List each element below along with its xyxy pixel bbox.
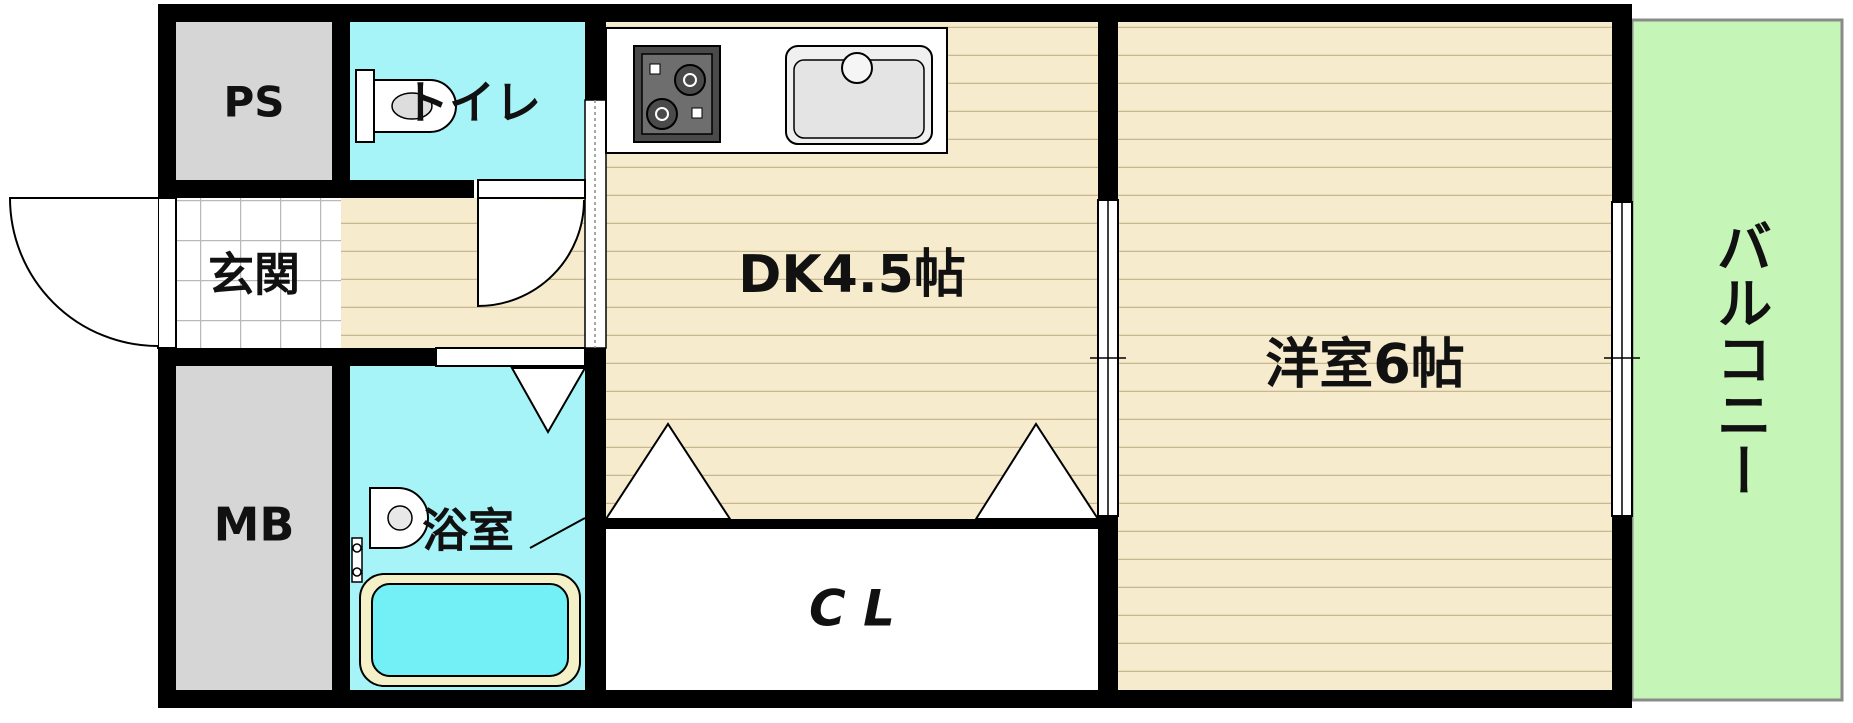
entrance-door-opening[interactable] bbox=[157, 197, 177, 349]
bath-folding-door bbox=[529, 517, 586, 549]
bath-door-panel bbox=[435, 347, 586, 367]
room-label-toilet: トイレ bbox=[403, 76, 541, 130]
room-label-mb: MB bbox=[214, 498, 295, 552]
room-label-closet: C L bbox=[809, 580, 895, 638]
closet-door-right[interactable] bbox=[974, 422, 1100, 520]
room-label-western-room: 洋室6帖 bbox=[1265, 333, 1465, 396]
room-label-balcony: バルコニー bbox=[1707, 218, 1772, 498]
sliding-door-dk-room[interactable] bbox=[1090, 199, 1126, 517]
faucet-icon bbox=[351, 537, 363, 583]
door-swing-icon[interactable] bbox=[510, 367, 587, 435]
sliding-window-balcony[interactable] bbox=[1604, 201, 1640, 517]
wash-basin-icon bbox=[369, 487, 429, 549]
balcony-floor bbox=[1630, 18, 1844, 702]
room-label-dk: DK4.5帖 bbox=[738, 245, 966, 305]
walls bbox=[158, 4, 1632, 708]
entrance-floor bbox=[176, 198, 341, 348]
toilet-door-panel bbox=[477, 179, 586, 199]
sink-icon bbox=[785, 45, 933, 145]
toilet-icon bbox=[355, 69, 457, 143]
bathtub-icon bbox=[359, 573, 581, 687]
closet-door-left[interactable] bbox=[604, 422, 732, 520]
hall-dk-opening bbox=[584, 99, 607, 349]
gas-stove-icon bbox=[633, 45, 721, 143]
door-swing-icon[interactable] bbox=[477, 198, 585, 308]
door-swing-icon[interactable] bbox=[8, 197, 159, 347]
ps-floor bbox=[176, 22, 332, 180]
room-label-bath: 浴室 bbox=[422, 504, 514, 558]
western-room-floor bbox=[1118, 22, 1612, 690]
closet-floor bbox=[606, 519, 1098, 690]
mb-floor bbox=[176, 366, 332, 690]
room-label-entrance: 玄関 bbox=[208, 248, 300, 302]
room-label-ps: PS bbox=[223, 78, 284, 127]
